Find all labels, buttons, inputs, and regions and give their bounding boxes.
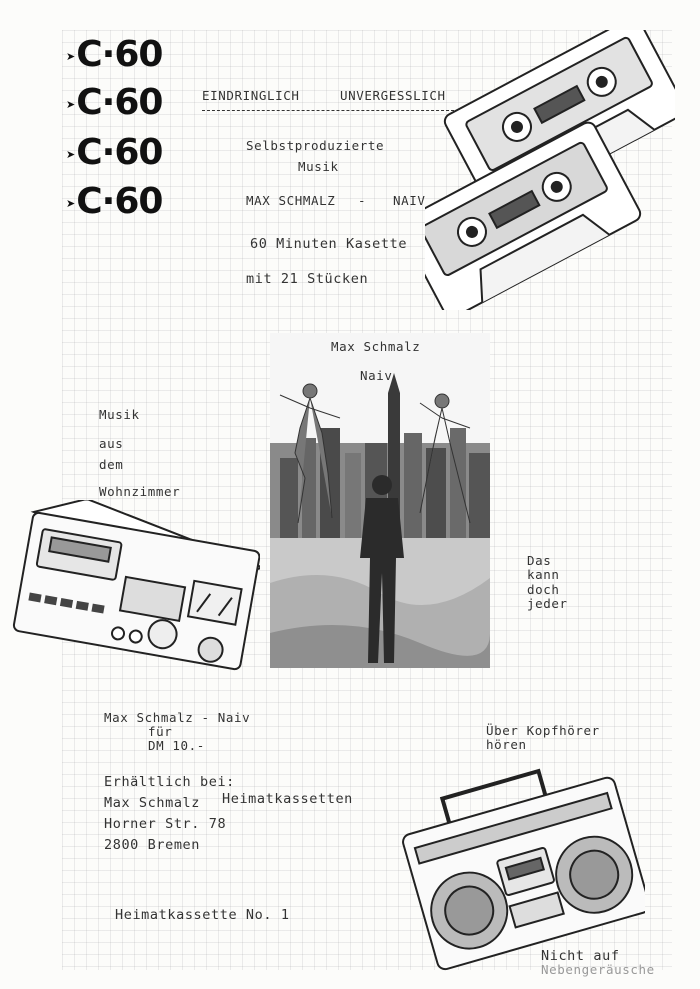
c60-label-1: ➤C·60 xyxy=(66,34,163,75)
left-text-line2: aus xyxy=(99,436,124,451)
header-dashed-rule xyxy=(202,110,454,111)
intro-album: NAIV xyxy=(393,193,426,208)
nicht-line2: Nebengeräusche xyxy=(541,962,655,977)
intro-line4: 60 Minuten Kasette xyxy=(250,236,408,252)
price-line1: Max Schmalz - Naiv xyxy=(104,710,251,725)
right-text-line1: Das xyxy=(527,553,552,568)
left-text-line3: dem xyxy=(99,457,124,472)
boombox-illustration xyxy=(402,768,645,971)
footer-label: Heimatkassette No. 1 xyxy=(115,907,290,923)
intro-line1: Selbstproduzierte xyxy=(246,138,385,153)
price-line3: DM 10.- xyxy=(148,738,205,753)
right-text-line3: doch xyxy=(527,582,560,597)
intro-line2: Musik xyxy=(298,159,339,174)
cassette-tapes-illustration xyxy=(425,30,675,310)
c60-label-4: ➤C·60 xyxy=(66,181,163,222)
address-line1: Erhältlich bei: xyxy=(104,774,235,790)
intro-artist: MAX SCHMALZ xyxy=(246,193,336,208)
left-text-line1: Musik xyxy=(99,407,140,422)
nicht-line1: Nicht auf xyxy=(541,948,620,964)
header-unvergesslich: UNVERGESSLICH xyxy=(340,88,446,103)
photo-subtitle: Naiv xyxy=(360,368,393,383)
headphones-line2: hören xyxy=(486,737,527,752)
right-text-line4: jeder xyxy=(527,596,568,611)
address-company: Heimatkassetten xyxy=(222,791,353,807)
price-line2: für xyxy=(148,724,173,739)
right-text-line2: kann xyxy=(527,567,560,582)
c60-label-3: ➤C·60 xyxy=(66,132,163,173)
header-eindringlich: EINDRINGLICH xyxy=(202,88,300,103)
intro-dash: - xyxy=(358,193,367,208)
tape-deck-illustration xyxy=(12,500,260,671)
city-skyline-photo xyxy=(270,373,490,668)
address-city: 2800 Bremen xyxy=(104,837,201,853)
headphones-line1: Über Kopfhörer xyxy=(486,723,600,738)
address-street: Horner Str. 78 xyxy=(104,816,227,832)
address-name: Max Schmalz xyxy=(104,795,201,811)
left-text-line4: Wohnzimmer xyxy=(99,484,181,499)
cover-photo xyxy=(270,333,490,668)
intro-line5: mit 21 Stücken xyxy=(246,271,369,287)
c60-label-2: ➤C·60 xyxy=(66,82,163,123)
photo-title: Max Schmalz xyxy=(331,339,421,354)
